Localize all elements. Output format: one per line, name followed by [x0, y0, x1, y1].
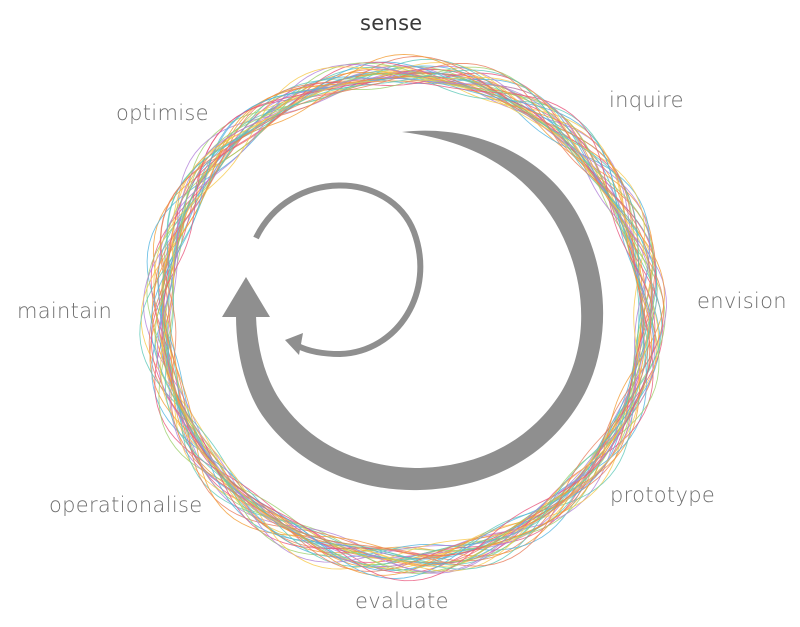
stage-label-prototype: prototype	[610, 483, 716, 507]
ring-strand	[157, 75, 649, 568]
stage-label-inquire: inquire	[609, 88, 684, 112]
stage-label-maintain: maintain	[17, 299, 113, 323]
ring-strand	[164, 69, 652, 570]
ring-strand	[160, 76, 653, 572]
clockwise-large-arrow-icon	[222, 130, 604, 491]
ring-strand	[160, 63, 652, 567]
ring-strand	[162, 56, 665, 559]
ring-strand	[154, 75, 651, 572]
stage-label-evaluate: evaluate	[355, 589, 449, 613]
stage-label-sense: sense	[360, 11, 423, 35]
ring-strand	[151, 76, 653, 576]
ring-strand	[150, 80, 656, 582]
small-arrow-head	[285, 333, 303, 355]
large-arrow-body	[236, 130, 604, 491]
stage-label-envision: envision	[697, 289, 787, 313]
small-arrow-body	[253, 182, 424, 358]
ring-strand	[150, 78, 654, 580]
stage-label-operationalise: operationalise	[49, 493, 203, 517]
large-arrow-head	[222, 277, 270, 317]
counterclockwise-small-arrow-icon	[253, 182, 424, 358]
stage-label-optimise: optimise	[116, 101, 209, 125]
ring-strand	[139, 66, 640, 571]
